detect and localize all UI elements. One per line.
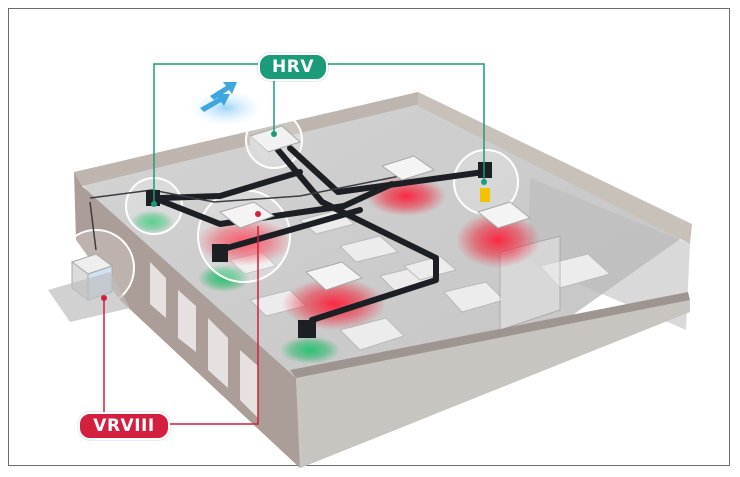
hrv-unit-icon xyxy=(249,125,301,160)
hrv-label: HRV xyxy=(258,53,328,81)
indoor-cassette-units xyxy=(218,155,532,291)
ventilation-sensor xyxy=(480,188,490,202)
airflow-arrows-icon xyxy=(190,82,262,126)
vrv-callout-lines xyxy=(103,226,259,425)
front-wall-windows xyxy=(150,262,258,418)
front-right-wall xyxy=(296,300,690,468)
duct-network xyxy=(151,145,487,323)
refrigerant-piping xyxy=(89,175,401,251)
hrv-callout-lines xyxy=(153,63,485,204)
outdoor-platform xyxy=(48,272,130,322)
front-wall-top xyxy=(290,292,690,378)
right-wall-panels xyxy=(528,178,690,330)
back-wall-right xyxy=(418,92,692,244)
vrv-label: VRVIII xyxy=(78,412,170,440)
callout-dots xyxy=(101,131,487,301)
ducted-outlet-boxes xyxy=(146,162,492,338)
